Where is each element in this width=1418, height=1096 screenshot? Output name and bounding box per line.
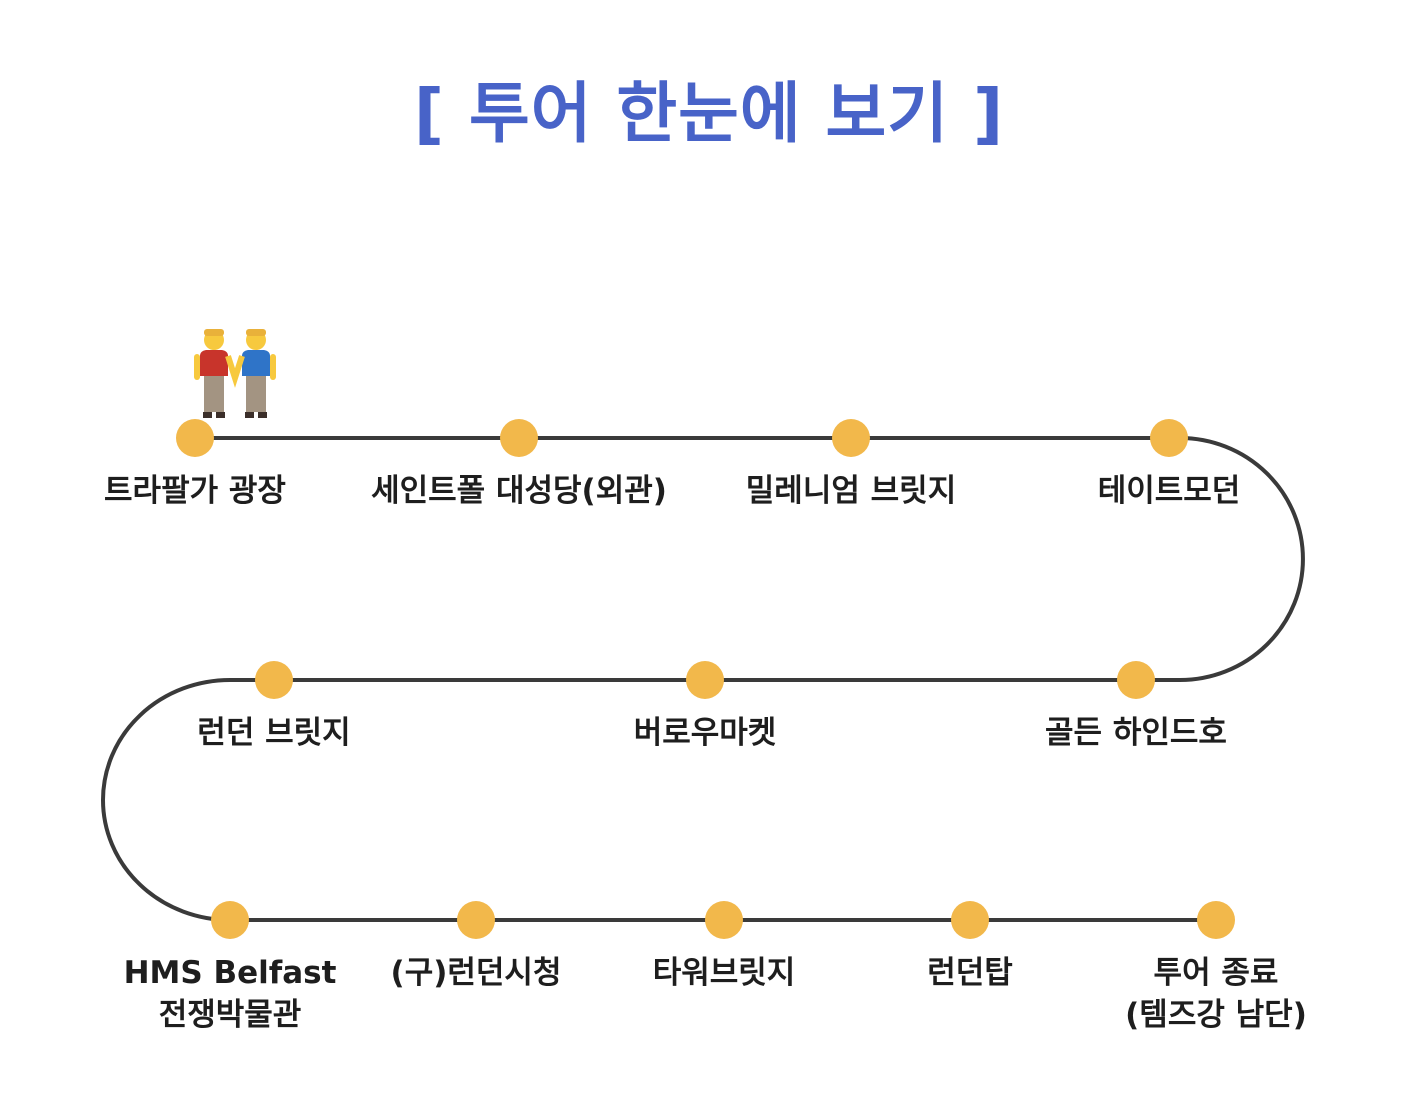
stop-label: 타워브릿지 [653, 952, 796, 994]
stop-marker [1197, 901, 1235, 939]
stop-label: 런던탑 [927, 952, 1013, 994]
stop-label: 버로우마켓 [634, 712, 777, 754]
stop-marker [500, 419, 538, 457]
stop-label-line: 버로우마켓 [633, 715, 777, 751]
stop-label: 테이트모던 [1098, 470, 1241, 512]
stop-marker [705, 901, 743, 939]
stop-label-line: 전쟁박물관 [158, 997, 302, 1033]
stop-label: 투어 종료 (템즈강 남단) [1125, 952, 1307, 1036]
stop-label-line: 테이트모던 [1097, 473, 1241, 509]
stop-label-line: 밀레니엄 브릿지 [745, 473, 957, 509]
stop-label-line: 골든 하인드호 [1045, 715, 1227, 751]
route-line [101, 436, 1305, 922]
stop-marker [176, 419, 214, 457]
stop-label-line: (템즈강 남단) [1125, 997, 1307, 1033]
stop-marker [457, 901, 495, 939]
stop-label-line: (구)런던시청 [390, 955, 562, 991]
two-men-holding-hands-icon [194, 329, 276, 418]
stop-marker [686, 661, 724, 699]
stop-label-line: 세인트폴 대성당(외관) [371, 473, 667, 509]
stop-label: (구)런던시청 [391, 952, 562, 994]
stop-marker [951, 901, 989, 939]
stop-label-line: 런던 브릿지 [197, 715, 351, 751]
stop-label-line: HMS Belfast [123, 955, 337, 991]
stop-label: 밀레니엄 브릿지 [746, 470, 956, 512]
stop-marker [211, 901, 249, 939]
stop-label: 세인트폴 대성당(외관) [371, 470, 667, 512]
stop-label-line: 트라팔가 광장 [104, 473, 286, 509]
stop-marker [1117, 661, 1155, 699]
page-title: [ 투어 한눈에 보기 ] [413, 75, 1005, 152]
stop-label-line: 타워브릿지 [652, 955, 796, 991]
stop-marker [832, 419, 870, 457]
stop-label: 골든 하인드호 [1045, 712, 1227, 754]
stop-marker [255, 661, 293, 699]
stop-label-line: 투어 종료 [1153, 955, 1279, 991]
stop-label: 런던 브릿지 [197, 712, 350, 754]
stop-label-line: 런던탑 [927, 955, 1013, 991]
stop-label: HMS Belfast 전쟁박물관 [124, 952, 337, 1036]
stop-label: 트라팔가 광장 [104, 470, 286, 512]
stop-marker [1150, 419, 1188, 457]
